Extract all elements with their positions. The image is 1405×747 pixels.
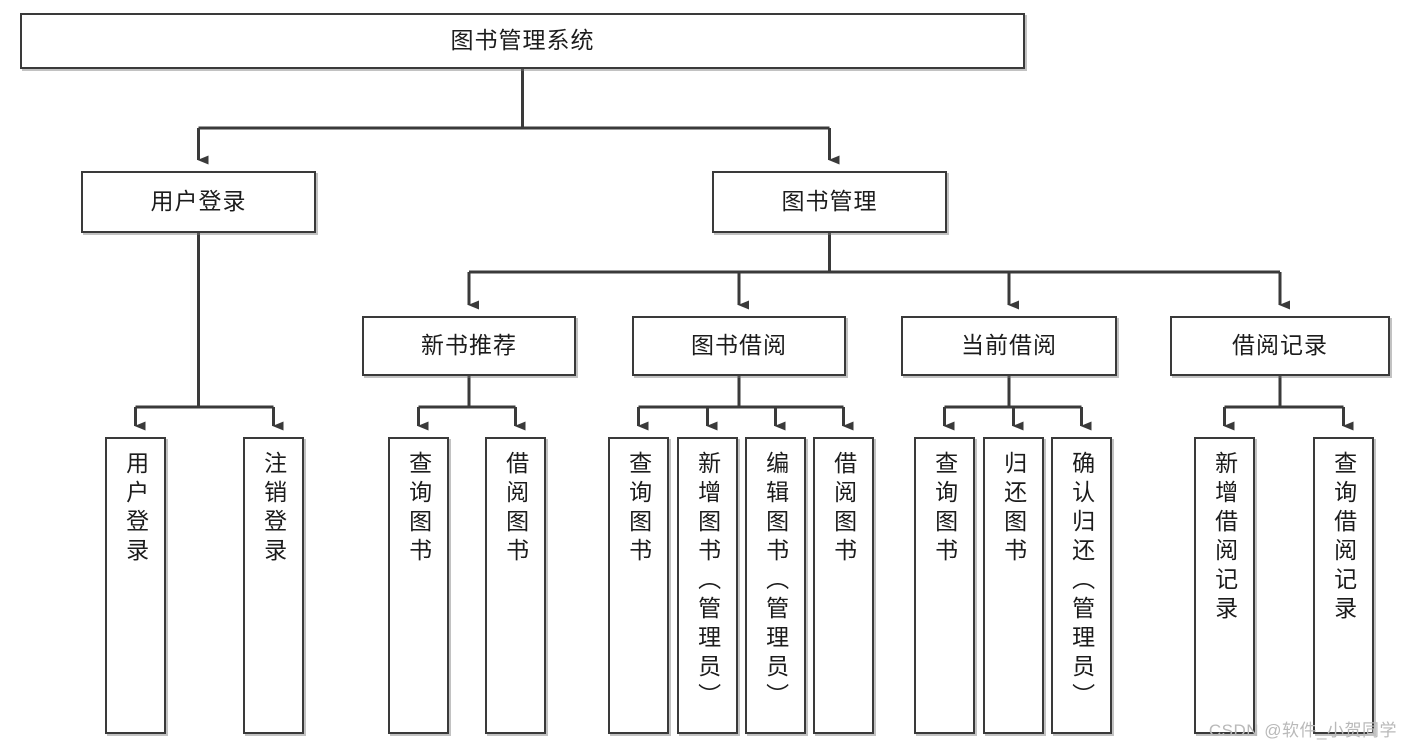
- node-leaf-user-login[interactable]: 用户登录: [105, 437, 166, 734]
- node-user-login[interactable]: 用户登录: [81, 171, 316, 233]
- node-leaf-edit-book[interactable]: 编辑图书（管理员）: [745, 437, 806, 734]
- node-book-borrow-label: 图书借阅: [691, 332, 787, 359]
- node-leaf-query-book-3[interactable]: 查询图书: [914, 437, 975, 734]
- node-leaf-return-book[interactable]: 归还图书: [983, 437, 1044, 734]
- node-leaf-add-record-label: 新增借阅记录: [1211, 451, 1238, 625]
- node-leaf-query-book-1[interactable]: 查询图书: [388, 437, 449, 734]
- watermark-text: CSDN @软件_小贺同学: [1208, 721, 1397, 740]
- node-leaf-return-book-label: 归还图书: [1000, 451, 1027, 567]
- node-leaf-query-book-2[interactable]: 查询图书: [608, 437, 669, 734]
- node-leaf-query-book-3-label: 查询图书: [931, 451, 958, 567]
- node-leaf-borrow-book-1[interactable]: 借阅图书: [485, 437, 546, 734]
- node-leaf-user-login-label: 用户登录: [122, 451, 149, 567]
- node-root[interactable]: 图书管理系统: [20, 13, 1025, 69]
- node-leaf-add-book[interactable]: 新增图书（管理员）: [677, 437, 738, 734]
- node-leaf-query-book-1-label: 查询图书: [405, 451, 432, 567]
- node-borrow-record-label: 借阅记录: [1232, 332, 1328, 359]
- node-leaf-borrow-book-2[interactable]: 借阅图书: [813, 437, 874, 734]
- node-leaf-add-book-label: 新增图书（管理员）: [694, 451, 721, 712]
- node-leaf-logout-label: 注销登录: [260, 451, 287, 567]
- node-current-borrow[interactable]: 当前借阅: [901, 316, 1117, 376]
- node-leaf-confirm-return-label: 确认归还（管理员）: [1068, 451, 1095, 712]
- node-current-borrow-label: 当前借阅: [961, 332, 1057, 359]
- node-leaf-borrow-book-2-label: 借阅图书: [830, 451, 857, 567]
- node-new-book-recommend[interactable]: 新书推荐: [362, 316, 576, 376]
- node-book-manage-label: 图书管理: [781, 188, 878, 215]
- node-root-label: 图书管理系统: [450, 27, 595, 54]
- node-user-login-label: 用户登录: [150, 188, 247, 215]
- node-leaf-query-record-label: 查询借阅记录: [1330, 451, 1357, 625]
- node-book-borrow[interactable]: 图书借阅: [632, 316, 846, 376]
- node-new-book-recommend-label: 新书推荐: [421, 332, 517, 359]
- node-borrow-record[interactable]: 借阅记录: [1170, 316, 1390, 376]
- node-leaf-query-record[interactable]: 查询借阅记录: [1313, 437, 1374, 734]
- node-book-manage[interactable]: 图书管理: [712, 171, 947, 233]
- node-leaf-borrow-book-1-label: 借阅图书: [502, 451, 529, 567]
- node-leaf-query-book-2-label: 查询图书: [625, 451, 652, 567]
- node-leaf-logout[interactable]: 注销登录: [243, 437, 304, 734]
- node-leaf-add-record[interactable]: 新增借阅记录: [1194, 437, 1255, 734]
- node-leaf-edit-book-label: 编辑图书（管理员）: [762, 451, 789, 712]
- node-leaf-confirm-return[interactable]: 确认归还（管理员）: [1051, 437, 1112, 734]
